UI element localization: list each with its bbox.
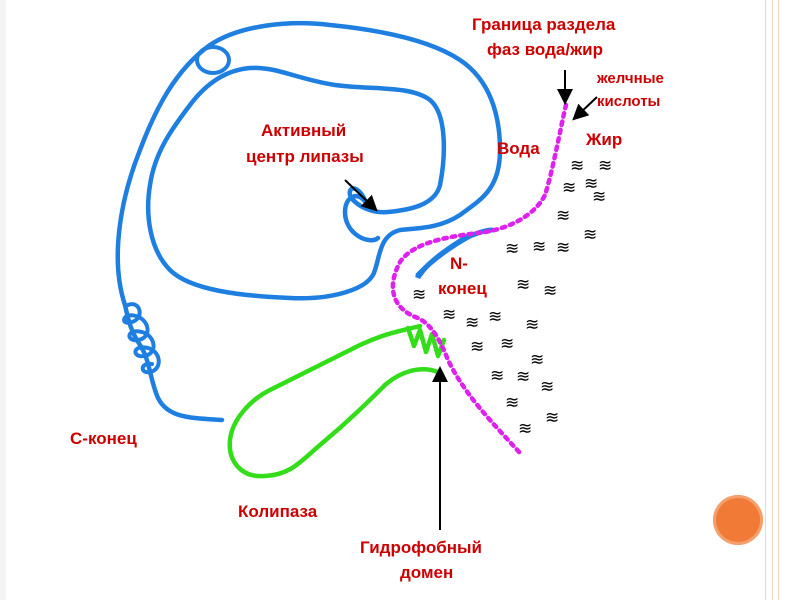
bile-arrow — [572, 96, 598, 121]
bile-acids-label-line1: желчные — [596, 70, 664, 87]
colipase-hydrophobic-zigzag — [405, 325, 447, 359]
bile-acid-glyph: ≋ — [412, 285, 426, 305]
bile-acid-glyph: ≋ — [442, 305, 456, 325]
lipase-c-coil — [122, 302, 161, 375]
bile-acid-glyph: ≋ — [470, 337, 484, 357]
bile-acid-glyph: ≋ — [530, 350, 544, 370]
bile-acid-glyph: ≋ — [570, 156, 584, 176]
left-frame-border — [0, 0, 6, 600]
water-fat-interface — [390, 102, 569, 456]
bile-acid-glyph: ≋ — [516, 275, 530, 295]
c-terminus-label: С-конец — [70, 429, 137, 448]
bile-acid-glyphs: ≋ ≋ ≋ ≋ ≋ ≋ ≋ ≋ ≋ ≋ ≋ ≋ ≋ ≋ ≋ ≋ ≋ ≋ ≋ ≋ … — [412, 156, 612, 439]
bile-acid-glyph: ≋ — [592, 187, 606, 207]
fat-label: Жир — [585, 130, 622, 149]
bile-acid-glyph: ≋ — [490, 366, 504, 386]
n-terminus-label-line1: N- — [450, 254, 468, 273]
active-center-arrow — [344, 179, 378, 212]
bile-acid-glyph: ≋ — [556, 238, 570, 258]
bile-acid-glyph: ≋ — [562, 178, 576, 198]
bile-acid-glyph: ≋ — [556, 206, 570, 226]
bile-acid-glyph: ≋ — [488, 307, 502, 327]
lipase-n-thick — [415, 232, 470, 279]
right-frame-border — [765, 0, 800, 600]
lipase-top-loop — [195, 45, 231, 75]
lipase-inner-loop — [342, 193, 381, 243]
bile-acid-glyph: ≋ — [465, 313, 479, 333]
bile-acid-glyph: ≋ — [598, 156, 612, 176]
hydrophobic-domain-label-line1: Гидрофобный — [360, 538, 482, 557]
interface-label-line2: фаз вода/жир — [487, 40, 603, 59]
bile-acid-glyph: ≋ — [545, 408, 559, 428]
bile-acid-glyph: ≋ — [584, 174, 598, 194]
bile-acid-glyph: ≋ — [543, 281, 557, 301]
bile-acid-glyph: ≋ — [518, 419, 532, 439]
bile-acid-glyph: ≋ — [505, 239, 519, 259]
bile-acid-glyph: ≋ — [525, 315, 539, 335]
lipase-chain — [115, 20, 503, 423]
orange-decor-circle — [713, 495, 763, 545]
bile-acid-glyph: ≋ — [540, 377, 554, 397]
bile-acid-glyph: ≋ — [583, 225, 597, 245]
active-center-label-line2: центр липазы — [246, 147, 364, 166]
bile-acid-glyph: ≋ — [516, 367, 530, 387]
bile-acid-glyph: ≋ — [505, 393, 519, 413]
colipase-chain — [227, 323, 441, 479]
n-terminus-label-line2: конец — [438, 279, 487, 298]
water-label: Вода — [497, 139, 540, 158]
colipase-label: Колипаза — [238, 502, 318, 521]
interface-label-line1: Граница раздела — [472, 15, 616, 34]
active-center-label-line1: Активный — [261, 121, 346, 140]
bile-acids-label-line2: кислоты — [597, 93, 660, 110]
hydrophobic-domain-label-line2: домен — [400, 563, 453, 582]
bile-acid-glyph: ≋ — [532, 237, 546, 257]
bile-acid-glyph: ≋ — [500, 334, 514, 354]
